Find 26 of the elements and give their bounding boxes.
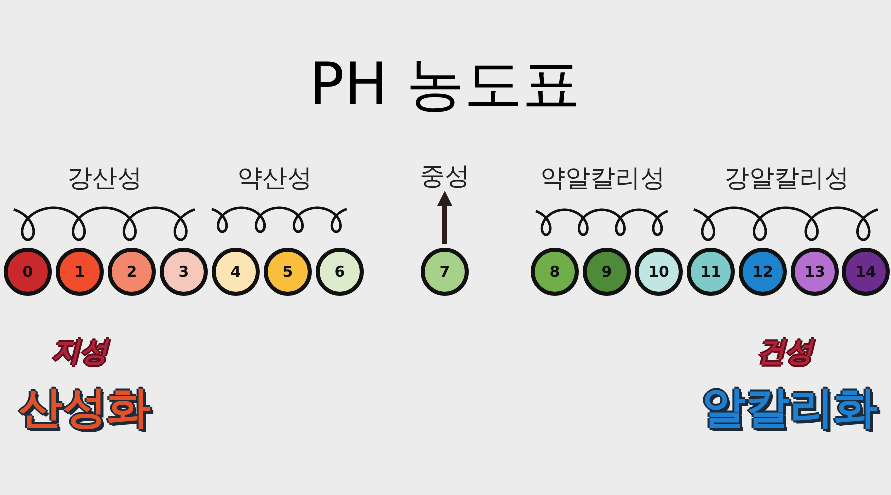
ph-value-circle: 9 — [583, 248, 631, 296]
skin-type-label: 지성 — [52, 334, 108, 370]
effect-label: 알칼리화 — [702, 382, 878, 436]
group-label: 약알칼리성 — [540, 162, 666, 194]
skin-type-label: 건성 — [757, 334, 813, 370]
ph-value-circle: 11 — [687, 248, 735, 296]
ph-value-circle: 3 — [160, 248, 208, 296]
ph-value-circle: 1 — [56, 248, 104, 296]
ph-value-circle: 6 — [316, 248, 364, 296]
ph-value-circle: 4 — [212, 248, 260, 296]
arrow — [438, 191, 452, 244]
group-label: 강알칼리성 — [724, 162, 850, 194]
ph-value-circle: 5 — [264, 248, 312, 296]
title: PH 농도표 — [309, 49, 581, 120]
ph-value-circle: 0 — [4, 248, 52, 296]
ph-value-circle: 14 — [842, 248, 890, 296]
ph-value-circle: 13 — [791, 248, 839, 296]
group-label: 강산성 — [68, 162, 142, 194]
ph-value-circle: 8 — [531, 248, 579, 296]
ph-value-circle: 12 — [739, 248, 787, 296]
ph-value-circle: 7 — [421, 248, 469, 296]
neutral-label: 중성 — [420, 160, 470, 192]
group-label: 약산성 — [238, 162, 312, 194]
ph-value-circle: 10 — [635, 248, 683, 296]
ph-value-circle: 2 — [108, 248, 156, 296]
effect-label: 산성화 — [19, 382, 151, 436]
